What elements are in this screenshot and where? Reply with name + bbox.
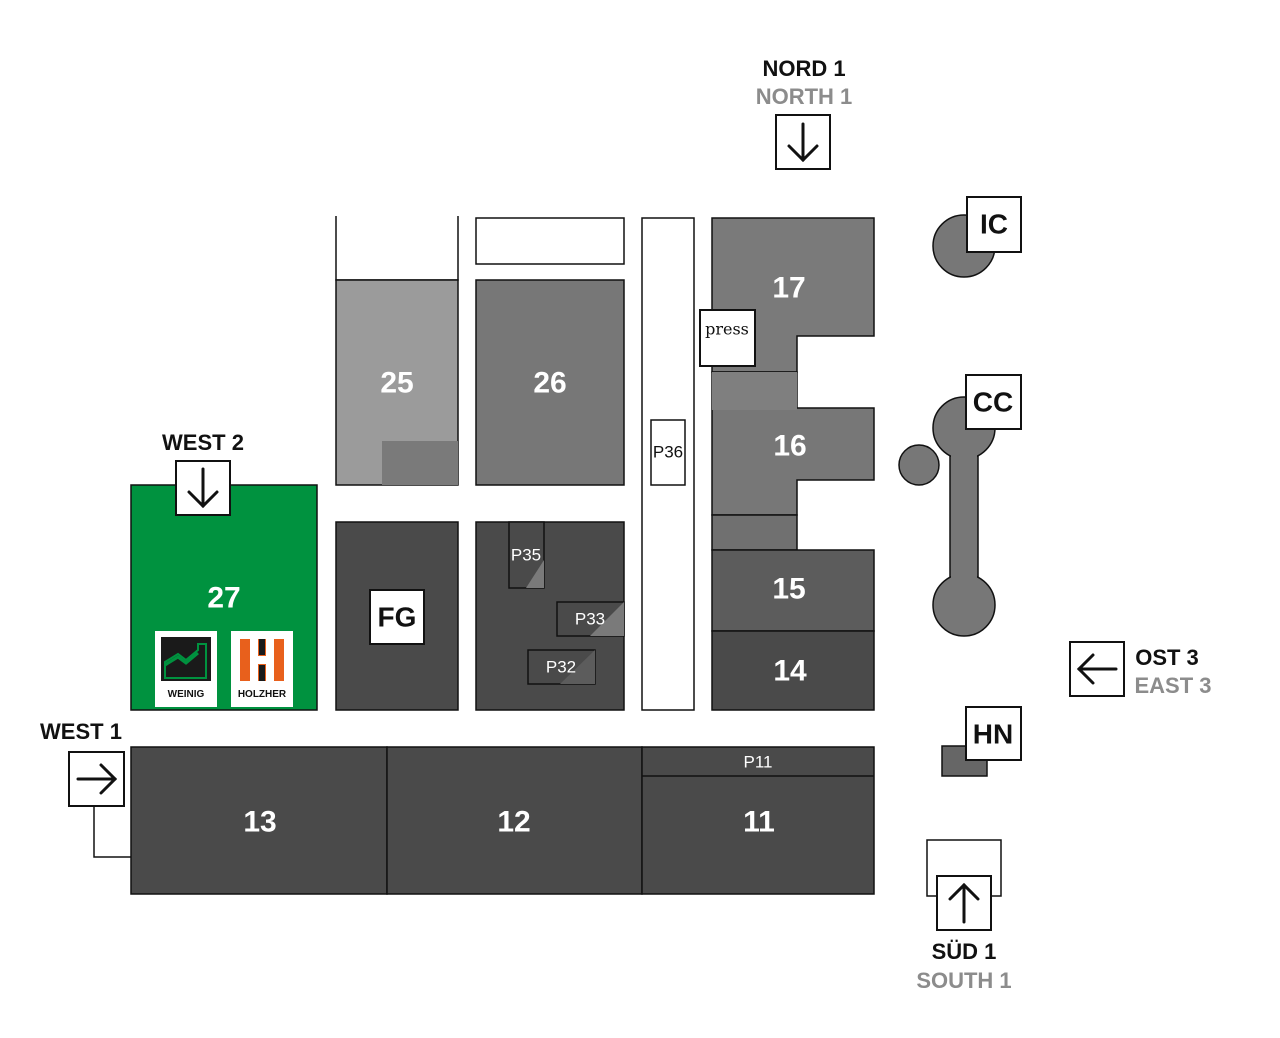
pavilion-p35-label: P35 [511, 546, 541, 565]
hall-16-label: 16 [773, 430, 806, 463]
pavilion-p35[interactable]: P35 [508, 521, 545, 589]
pavilion-p11[interactable]: P11 [744, 753, 773, 772]
hall-14[interactable]: 14 [711, 630, 875, 711]
entrance-north-1-sublabel: NORTH 1 [756, 84, 853, 109]
hall-26-label: 26 [533, 367, 566, 400]
pavilion-p32[interactable]: P32 [527, 649, 596, 685]
entrance-south-1-label: SÜD 1 [932, 939, 997, 964]
hall-11[interactable]: 11 [641, 746, 875, 895]
arrow-up-icon [948, 882, 980, 924]
entrance-south-1[interactable]: SÜD 1 SOUTH 1 [916, 839, 1012, 993]
pavilion-p32-label: P32 [546, 658, 576, 677]
entrance-north-1[interactable]: NORD 1 NORTH 1 [756, 56, 853, 170]
entrance-west-2[interactable]: WEST 2 [162, 430, 244, 516]
holzher-label: HOLZHER [238, 689, 287, 700]
entrance-east-3-label: OST 3 [1135, 645, 1199, 670]
arrow-down-icon [187, 467, 219, 509]
hall-fg-label: FG [378, 602, 417, 633]
pavilion-p11-label: P11 [744, 753, 773, 772]
facility-ic[interactable]: IC [932, 196, 1022, 278]
holzher-logo: HOLZHER [231, 631, 293, 707]
facility-cc[interactable]: CC [898, 374, 1022, 637]
hall-26[interactable]: 26 [475, 279, 625, 486]
arrow-down-icon [787, 122, 819, 163]
hall-13-label: 13 [243, 806, 276, 839]
hall-25-label: 25 [380, 367, 413, 400]
pavilion-p36-label: P36 [653, 443, 683, 462]
hall-27-label: 27 [207, 582, 240, 615]
hall-26-annex-outline [475, 217, 625, 265]
facility-hn-label: HN [973, 719, 1013, 750]
pavilion-p36[interactable]: P36 [650, 419, 686, 486]
facility-ic-label: IC [980, 209, 1008, 240]
arrow-left-icon [1076, 653, 1118, 685]
facility-cc-label: CC [973, 387, 1013, 418]
hall-25-annex-outline [335, 216, 459, 281]
hall-14-label: 14 [773, 655, 807, 688]
hall-25[interactable]: 25 [335, 279, 459, 486]
entrance-south-1-sublabel: SOUTH 1 [916, 968, 1011, 993]
hall-15-label: 15 [772, 573, 805, 606]
weinig-logo: WEINIG [155, 631, 217, 707]
hall-12[interactable]: 12 [386, 746, 643, 895]
facility-hn[interactable]: HN [941, 706, 1022, 777]
arrow-right-icon [76, 763, 118, 795]
entrance-north-1-label: NORD 1 [762, 56, 845, 81]
hall-17-label: 17 [772, 272, 805, 305]
hall-12-label: 12 [497, 806, 530, 839]
hall-11-label: 11 [743, 806, 775, 839]
entrance-east-3[interactable]: OST 3 EAST 3 [1069, 641, 1212, 698]
hall-13[interactable]: 13 [130, 746, 388, 895]
weinig-label: WEINIG [168, 689, 205, 700]
press-label: press [705, 320, 749, 339]
hall-fg[interactable]: FG [335, 521, 459, 711]
pavilion-p33[interactable]: P33 [556, 601, 625, 637]
hall-16[interactable]: 16 [711, 371, 875, 516]
press-center[interactable]: press [699, 309, 756, 367]
entrance-west-1[interactable]: WEST 1 [40, 719, 131, 858]
entrance-west-2-label: WEST 2 [162, 430, 244, 455]
hall-15[interactable]: 15 [711, 514, 875, 632]
pavilion-p33-label: P33 [575, 610, 605, 629]
entrance-east-3-sublabel: EAST 3 [1134, 673, 1211, 698]
entrance-west-1-label: WEST 1 [40, 719, 122, 744]
